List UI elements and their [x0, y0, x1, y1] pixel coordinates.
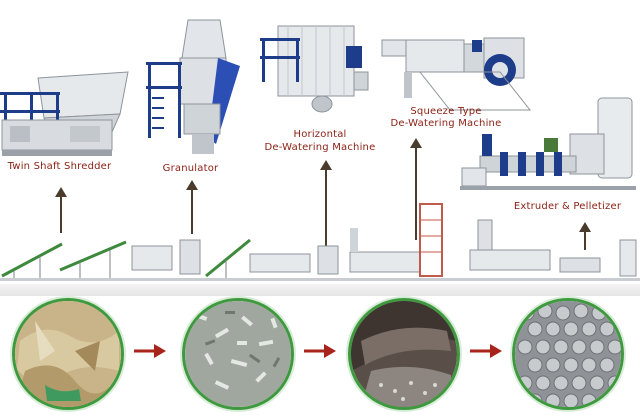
- squeeze-dewatering-illustration: [381, 37, 532, 111]
- granulator-label: Granulator: [162, 163, 219, 174]
- horizontal-dewatering-label-line2: De-Watering Machine: [264, 142, 376, 153]
- horizontal-dewatering-label-line1: Horizontal: [293, 129, 347, 140]
- extruder-pelletizer-illustration: [460, 97, 636, 190]
- plastic-pellets-icon: [515, 301, 621, 407]
- stage-raw-film-photo: [12, 298, 124, 410]
- stage-washing-photo: [348, 298, 460, 410]
- washing-screw-icon: [351, 301, 457, 407]
- arrow-up-icon: [55, 187, 67, 233]
- arrow-up-icon: [410, 138, 422, 240]
- arrow-right-icon: [470, 344, 502, 358]
- twin-shaft-shredder-illustration: [0, 71, 129, 156]
- crumpled-plastic-film-icon: [15, 301, 121, 407]
- floor-band: [0, 284, 640, 296]
- squeeze-dewatering-label-line2: De-Watering Machine: [390, 118, 502, 129]
- stage-flakes-photo: [182, 298, 294, 410]
- arrow-right-icon: [134, 344, 166, 358]
- arrow-right-icon: [304, 344, 336, 358]
- arrow-up-icon: [320, 160, 332, 246]
- stage-pellets-photo: [512, 298, 624, 410]
- granulator-illustration: [146, 19, 240, 154]
- arrow-up-icon: [186, 180, 198, 234]
- shredder-label: Twin Shaft Shredder: [7, 161, 112, 172]
- production-line-illustration: [0, 203, 640, 281]
- arrow-up-icon: [579, 222, 591, 250]
- extruder-pelletizer-label: Extruder & Pelletizer: [513, 201, 622, 212]
- shredded-flakes-icon: [185, 301, 291, 407]
- squeeze-dewatering-label-line1: Squeeze Type: [410, 106, 482, 117]
- horizontal-dewatering-illustration: [260, 25, 369, 113]
